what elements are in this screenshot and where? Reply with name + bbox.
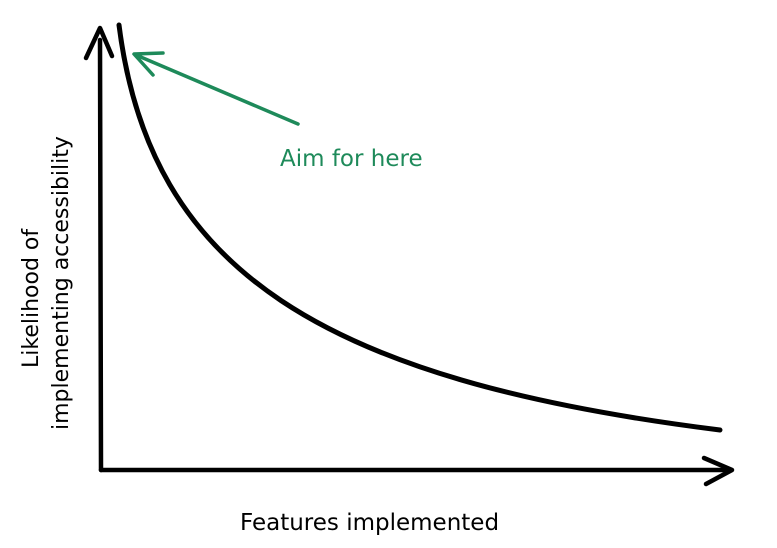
y-axis-label: Likelihood of implementing accessibility — [19, 136, 74, 430]
annotation-arrowhead — [132, 51, 165, 77]
x-axis-label: Features implemented — [240, 510, 499, 536]
x-axis-arrowhead — [701, 455, 735, 487]
y-axis-arrowhead — [83, 25, 115, 61]
y-axis-label-line2: implementing accessibility — [49, 136, 74, 430]
y-axis-label-line1: Likelihood of — [19, 228, 44, 368]
y-axis-line — [97, 37, 104, 473]
annotation-text: Aim for here — [280, 146, 423, 172]
annotation-arrow-line — [134, 53, 300, 126]
tradeoff-curve — [116, 22, 723, 433]
